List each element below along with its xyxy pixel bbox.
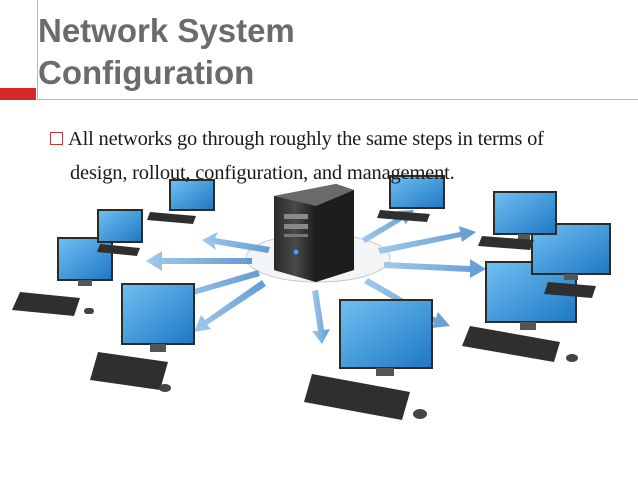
title-divider-horizontal <box>37 99 638 100</box>
bullet-item: All networks go through roughly the same… <box>50 122 590 190</box>
square-bullet-icon <box>50 132 63 145</box>
slide-title-line-1: Network System <box>38 12 295 49</box>
computer-right-top <box>478 191 557 250</box>
bullet-list: All networks go through roughly the same… <box>50 122 590 190</box>
computer-left-bottom <box>90 283 195 392</box>
title-accent-bar <box>0 88 36 100</box>
computer-center-bottom <box>304 299 433 420</box>
arrow-right-mid <box>384 259 486 278</box>
computer-right-bottom <box>462 261 578 362</box>
arrow-left-upper <box>202 232 270 253</box>
arrow-down-left <box>194 280 266 332</box>
arrow-left-mid <box>146 251 252 271</box>
arrow-right-upper <box>378 226 476 254</box>
slide-title-line-2: Configuration <box>38 54 255 91</box>
server-tower-icon <box>274 184 354 282</box>
slide-title: Network System Configuration <box>38 10 598 94</box>
computer-top-left-a <box>147 179 215 224</box>
title-divider-vertical <box>37 0 38 100</box>
computer-left-top <box>12 237 113 316</box>
network-illustration <box>12 175 611 420</box>
arrow-down-center <box>312 290 330 344</box>
bullet-text: All networks go through roughly the same… <box>68 128 544 184</box>
computer-right-mid <box>531 223 611 298</box>
computer-top-right <box>377 175 445 222</box>
computer-top-left-b <box>97 209 143 256</box>
